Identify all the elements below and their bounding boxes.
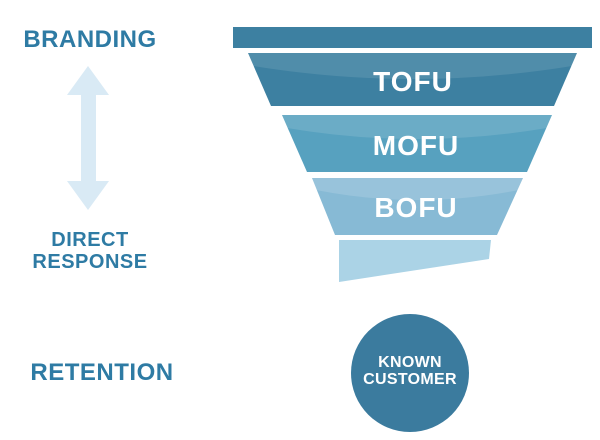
funnel-stage-mofu-sheen	[282, 115, 552, 139]
direct-response-label: DIRECT RESPONSE	[8, 229, 172, 273]
funnel-stage-mofu-label: MOFU	[372, 130, 460, 161]
known-customer-line1: KNOWN	[378, 354, 442, 371]
funnel-stage-bofu-label: BOFU	[374, 192, 458, 223]
up-down-arrow-icon	[67, 66, 109, 210]
retention-label: RETENTION	[30, 359, 174, 386]
direct-response-line2: RESPONSE	[32, 251, 148, 273]
branding-label: BRANDING	[23, 26, 157, 53]
known-customer-line2: CUSTOMER	[363, 371, 457, 388]
direct-response-line1: DIRECT	[51, 229, 129, 251]
funnel-stage-bofu-shape	[312, 178, 523, 235]
funnel-lid	[233, 27, 592, 48]
funnel-stage-bofu-sheen	[312, 178, 523, 200]
funnel-stage-tofu-sheen	[248, 53, 577, 79]
funnel-stage-mofu-shape	[282, 115, 552, 172]
funnel-spout	[339, 240, 491, 282]
known-customer-circle	[351, 314, 469, 432]
funnel-stage-tofu-shape	[248, 53, 577, 106]
funnel-stage-tofu-label: TOFU	[373, 66, 453, 97]
known-customer-label: KNOWN CUSTOMER	[348, 354, 472, 388]
